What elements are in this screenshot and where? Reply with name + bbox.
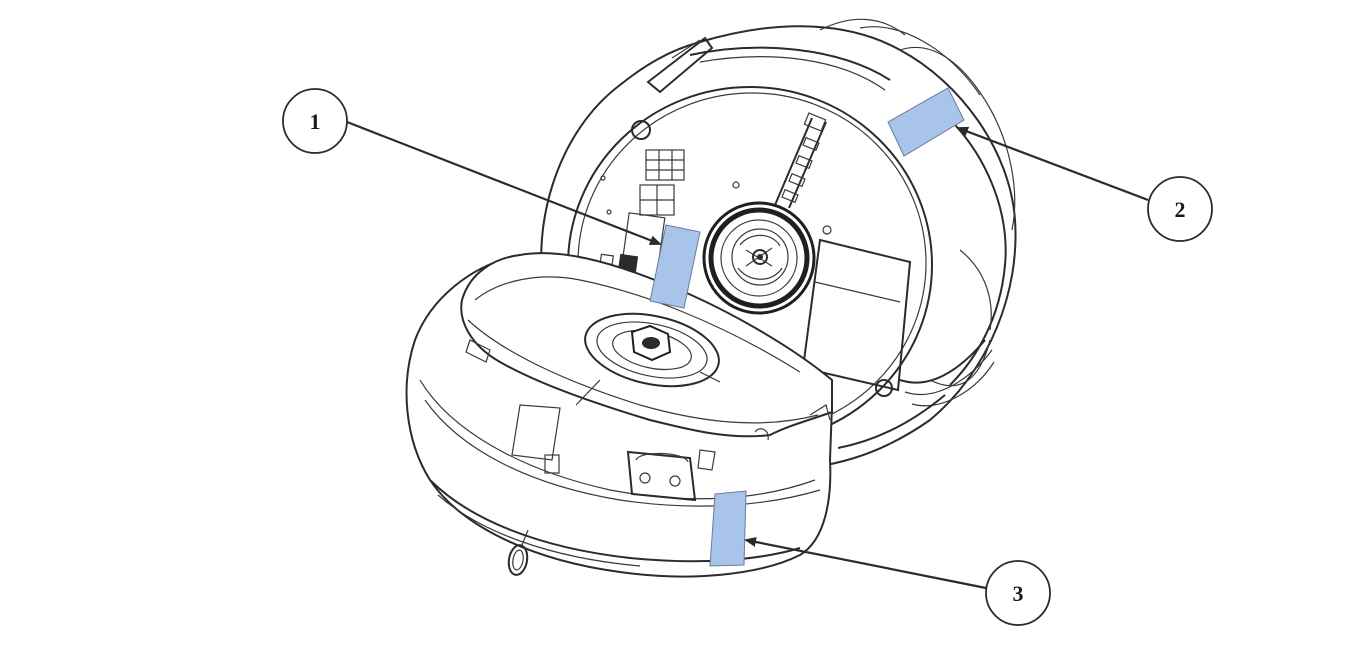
callout-circle-2 xyxy=(1147,176,1213,242)
callout-circle-1 xyxy=(282,88,348,154)
label-sticker-2 xyxy=(887,87,965,157)
callout-number-2: 2 xyxy=(1175,197,1186,222)
label-sticker-3 xyxy=(709,490,747,567)
callout-circle-3 xyxy=(985,560,1051,626)
callout-2: 2 xyxy=(956,126,1213,242)
callout-number-1: 1 xyxy=(310,109,321,134)
leader-arrow-1 xyxy=(346,120,662,246)
label-sticker-icon xyxy=(649,224,701,309)
callout-3: 3 xyxy=(744,537,1051,626)
leader-arrow-3 xyxy=(744,537,987,590)
label-sticker-1 xyxy=(649,224,701,309)
label-sticker-icon xyxy=(887,87,965,157)
leader-arrow-2 xyxy=(956,126,1149,202)
label-sticker-icon xyxy=(709,490,747,567)
callout-number-3: 3 xyxy=(1013,581,1024,606)
callout-1: 1 xyxy=(282,88,662,246)
